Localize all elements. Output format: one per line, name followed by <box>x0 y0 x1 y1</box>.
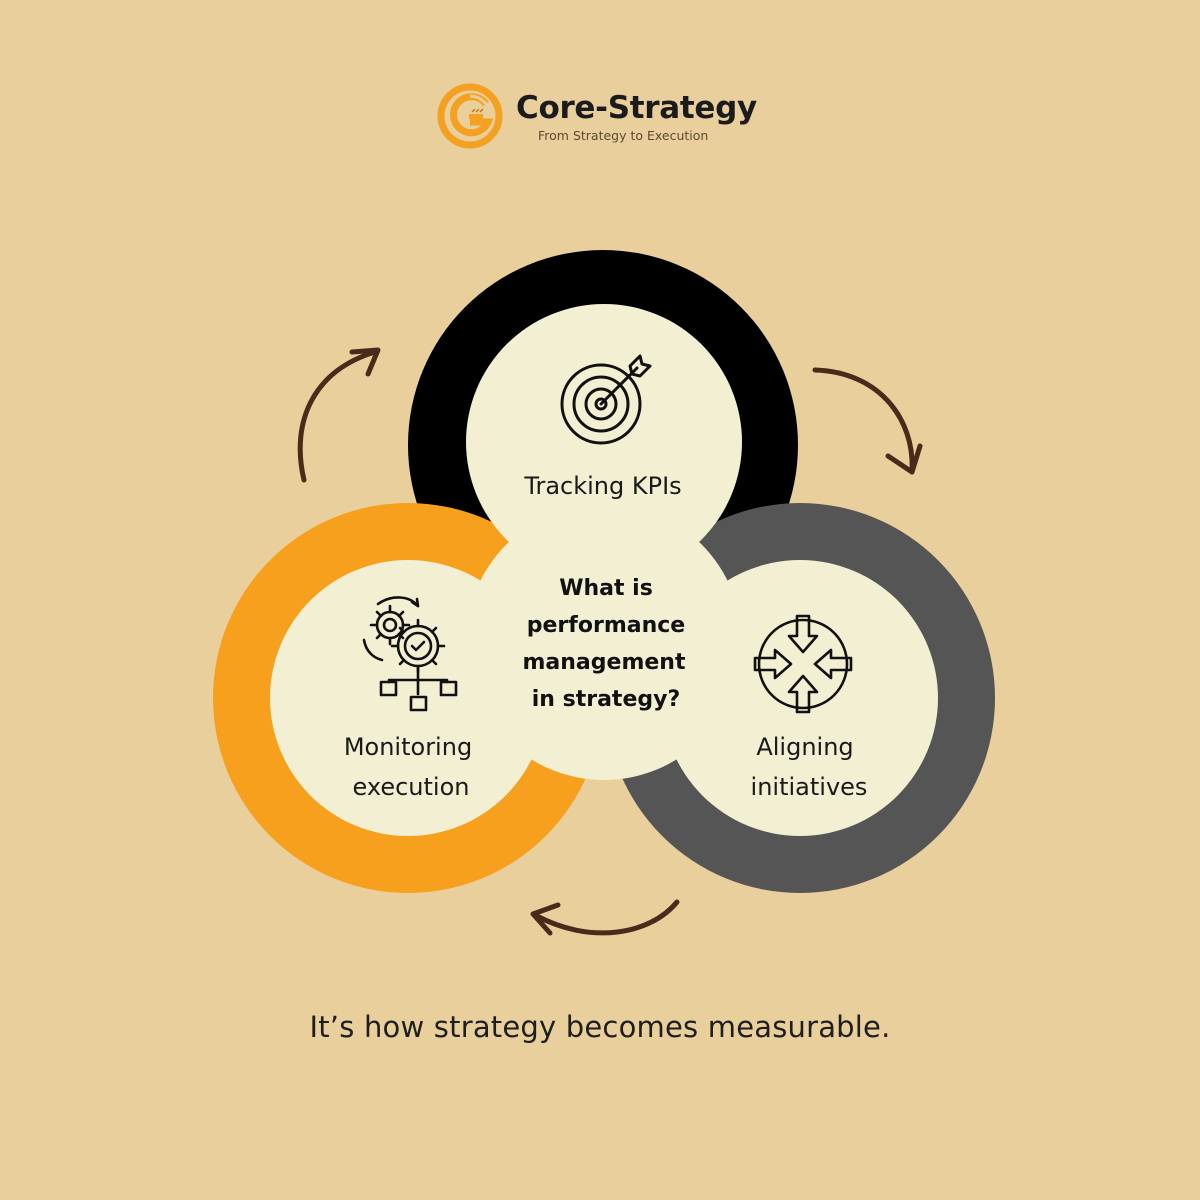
node-label-right-line2: initiatives <box>751 773 868 801</box>
center-question-line1: What is <box>559 576 653 601</box>
cycle-arrow-top-left-head <box>349 347 381 377</box>
gears-process-icon <box>362 596 458 712</box>
target-icon <box>560 354 652 445</box>
node-label-right-line1: Aligning <box>756 733 853 761</box>
cycle-arrow-top-right <box>812 367 915 475</box>
cycle-arrow-bottom <box>532 899 680 936</box>
node-label-left-line2: execution <box>353 773 470 801</box>
cycle-arrow-bottom-head <box>530 902 561 936</box>
brand-name: Core-Strategy <box>516 90 757 126</box>
center-disc <box>466 504 742 780</box>
cycle-arrow-top-right-head <box>885 443 923 475</box>
cycle-arrow-top-left <box>297 349 378 483</box>
brand-tagline: From Strategy to Execution <box>538 128 709 143</box>
caption: It’s how strategy becomes measurable. <box>309 1010 891 1044</box>
center-question-line4: in strategy? <box>532 687 680 712</box>
node-label-left-line1: Monitoring <box>344 733 472 761</box>
center-question-line3: management <box>523 650 686 675</box>
converging-arrows-icon <box>753 614 853 714</box>
core-strategy-logo-icon <box>437 83 503 149</box>
center-question-line2: performance <box>527 613 685 638</box>
brand-header: Core-Strategy From Strategy to Execution <box>436 82 796 152</box>
node-label-top: Tracking KPIs <box>523 472 681 500</box>
